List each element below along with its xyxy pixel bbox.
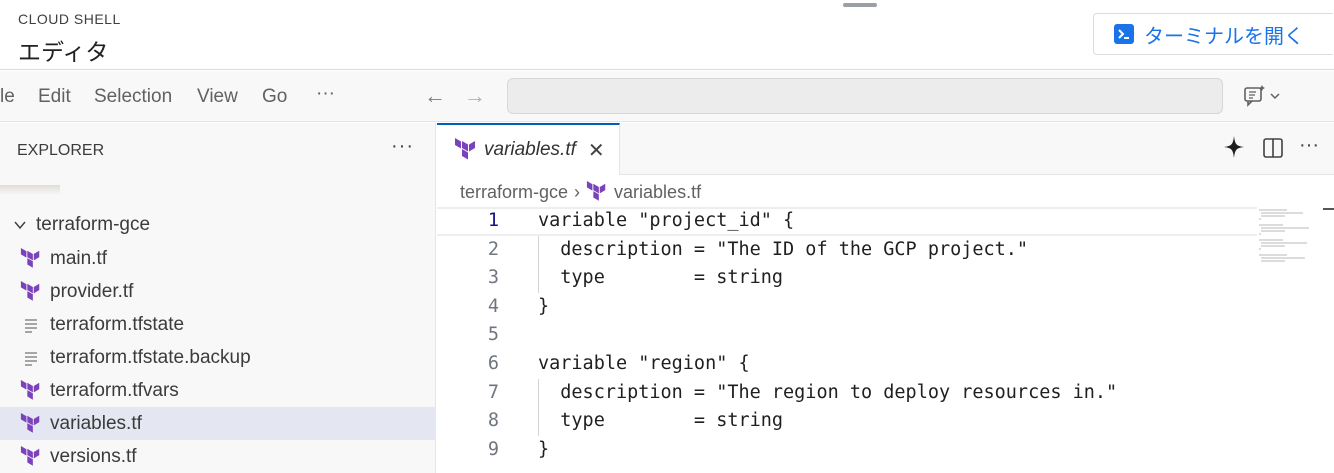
- terminal-icon: [1114, 24, 1134, 44]
- line-text: }: [538, 438, 550, 460]
- file-label: versions.tf: [50, 445, 137, 467]
- line-text: type = string: [538, 267, 784, 289]
- indent-guide: [538, 236, 539, 293]
- breadcrumb-folder[interactable]: terraform-gce: [460, 181, 569, 202]
- tab-close-icon[interactable]: ✕: [587, 139, 605, 162]
- chat-icon: [1244, 85, 1280, 107]
- terraform-icon: [20, 445, 42, 468]
- text-file-icon: [20, 314, 42, 336]
- open-terminal-label: ターミナルを開く: [1144, 23, 1304, 48]
- menu-bar: le Edit Selection View Go ··· ← →: [0, 71, 1334, 122]
- code-line[interactable]: 8 type = string: [437, 407, 1257, 436]
- code-line[interactable]: 4}: [437, 293, 1257, 322]
- line-text: variable "region" {: [538, 353, 750, 374]
- file-label: main.tf: [50, 247, 108, 269]
- terraform-icon: [586, 181, 606, 201]
- shadow-decoration: [0, 185, 60, 195]
- menu-go[interactable]: Go: [262, 86, 288, 107]
- terraform-icon: [20, 412, 42, 435]
- drag-handle[interactable]: [843, 3, 877, 7]
- file-item[interactable]: variables.tf: [0, 407, 436, 440]
- terraform-icon: [20, 379, 42, 402]
- cloud-shell-label: CLOUD SHELL: [18, 11, 121, 27]
- file-item[interactable]: terraform.tfstate: [0, 308, 436, 341]
- code-line[interactable]: 1 variable "project_id" {: [437, 207, 1257, 236]
- file-label: terraform.tfstate: [50, 313, 185, 335]
- code-line[interactable]: 7 description = "The region to deploy re…: [437, 379, 1257, 408]
- menu-more[interactable]: ···: [316, 83, 335, 104]
- line-number: 8: [487, 410, 499, 432]
- explorer-more-button[interactable]: ···: [391, 135, 414, 157]
- terraform-icon: [455, 138, 475, 160]
- editor-tab-bar: variables.tf ✕ ···: [437, 123, 1334, 175]
- file-item[interactable]: versions.tf: [0, 440, 436, 473]
- editor-more-icon[interactable]: ···: [1299, 134, 1319, 156]
- line-text: variable "project_id" {: [538, 210, 795, 231]
- command-center-search[interactable]: [507, 78, 1223, 114]
- breadcrumb-file[interactable]: variables.tf: [614, 181, 702, 202]
- line-number: 1: [487, 210, 499, 231]
- file-label: provider.tf: [50, 280, 134, 302]
- explorer-title: EXPLORER: [17, 142, 105, 159]
- file-item[interactable]: terraform.tfstate.backup: [0, 341, 436, 374]
- editor-title: エディタ: [18, 40, 109, 66]
- code-line[interactable]: 9}: [437, 436, 1257, 465]
- line-number: 5: [487, 324, 499, 346]
- code-line[interactable]: 2 description = "The ID of the GCP proje…: [437, 236, 1257, 265]
- terraform-icon: [20, 247, 42, 270]
- line-number: 2: [487, 238, 499, 260]
- code-editor[interactable]: 1 variable "project_id" { 2 description = …: [437, 207, 1257, 473]
- line-text: }: [538, 295, 550, 317]
- open-terminal-button[interactable]: ターミナルを開く: [1093, 13, 1333, 55]
- line-number: 6: [487, 353, 499, 374]
- folder-terraform-gce[interactable]: terraform-gce: [0, 211, 436, 239]
- minimap[interactable]: [1257, 207, 1321, 267]
- chevron-down-icon: [14, 221, 26, 230]
- line-text: type = string: [538, 410, 784, 432]
- menu-view[interactable]: View: [197, 86, 238, 107]
- file-item[interactable]: main.tf: [0, 242, 436, 275]
- chat-menu-button[interactable]: [1243, 84, 1283, 108]
- breadcrumb: terraform-gce › variables.tf: [460, 180, 701, 204]
- file-label: variables.tf: [50, 412, 142, 434]
- text-file-icon: [20, 347, 42, 369]
- menu-file[interactable]: le: [0, 86, 15, 107]
- terraform-icon: [20, 280, 42, 303]
- line-text: description = "The region to deploy reso…: [538, 381, 1118, 403]
- scrollbar-marker[interactable]: [1323, 208, 1334, 210]
- code-line[interactable]: 5: [437, 321, 1257, 350]
- code-line[interactable]: 6 variable "region" {: [437, 350, 1257, 379]
- menu-selection[interactable]: Selection: [94, 86, 173, 107]
- tab-variables-tf[interactable]: variables.tf ✕: [437, 123, 620, 175]
- menu-edit[interactable]: Edit: [38, 86, 71, 107]
- line-number: 3: [487, 267, 499, 289]
- line-number: 7: [487, 381, 499, 403]
- file-item[interactable]: terraform.tfvars: [0, 374, 436, 407]
- explorer-sidebar: EXPLORER ··· terraform-gce main.tf provid…: [0, 123, 436, 473]
- breadcrumb-separator: ›: [574, 181, 581, 202]
- forward-arrow-icon[interactable]: →: [464, 83, 486, 108]
- tab-label: variables.tf: [484, 139, 576, 160]
- sparkle-icon[interactable]: [1222, 134, 1246, 166]
- cloud-shell-header: CLOUD SHELL エディタ ターミナルを開く: [0, 0, 1334, 70]
- line-number: 9: [487, 438, 499, 460]
- code-line[interactable]: 3 type = string: [437, 264, 1257, 293]
- indent-guide: [538, 379, 539, 436]
- file-label: terraform.tfvars: [50, 379, 179, 401]
- back-arrow-icon[interactable]: ←: [424, 83, 446, 108]
- split-editor-icon[interactable]: [1262, 137, 1284, 165]
- line-text: description = "The ID of the GCP project…: [538, 238, 1029, 260]
- folder-label: terraform-gce: [36, 214, 151, 235]
- line-number: 4: [487, 295, 499, 317]
- file-label: terraform.tfstate.backup: [50, 346, 251, 368]
- file-item[interactable]: provider.tf: [0, 275, 436, 308]
